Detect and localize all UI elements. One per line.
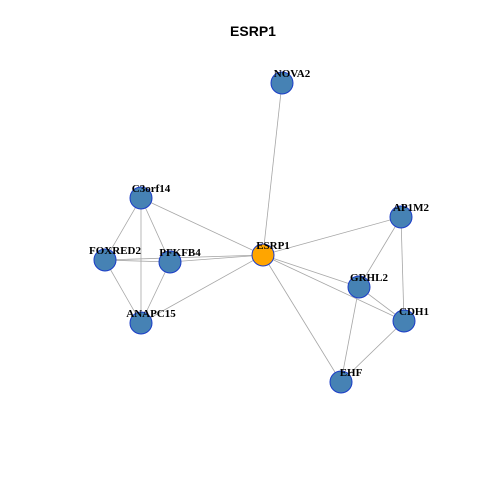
node-label-foxred2: FOXRED2 xyxy=(89,245,141,257)
edges-layer xyxy=(104,82,405,383)
edge-grhl2-ehf xyxy=(340,286,360,383)
edge-esrp1-ap1m2 xyxy=(262,216,402,256)
node-pfkfb4 xyxy=(158,250,182,274)
node-esrp1 xyxy=(251,243,275,267)
edge-foxred2-anapc15 xyxy=(104,259,142,324)
edge-esrp1-foxred2 xyxy=(104,254,264,261)
edge-c3orf14-pfkfb4 xyxy=(140,197,171,263)
node-label-ap1m2: AP1M2 xyxy=(393,202,430,214)
edge-cdh1-ehf xyxy=(340,320,405,383)
node-foxred2 xyxy=(93,248,117,272)
node-ehf xyxy=(329,370,353,394)
node-label-ehf: EHF xyxy=(340,367,363,379)
node-nova2 xyxy=(270,71,294,95)
node-ap1m2 xyxy=(389,205,413,229)
edge-ap1m2-grhl2 xyxy=(358,216,402,288)
node-label-nova2: NOVA2 xyxy=(274,68,311,80)
node-cdh1 xyxy=(392,309,416,333)
nodes-layer xyxy=(93,71,416,394)
graph-title: ESRP1 xyxy=(230,23,276,39)
edge-esrp1-anapc15 xyxy=(140,254,264,324)
node-label-grhl2: GRHL2 xyxy=(350,272,388,284)
edge-c3orf14-foxred2 xyxy=(104,197,142,261)
node-label-c3orf14: C3orf14 xyxy=(132,183,171,195)
node-label-cdh1: CDH1 xyxy=(399,306,429,318)
node-label-pfkfb4: PFKFB4 xyxy=(159,247,201,259)
edge-esrp1-nova2 xyxy=(262,82,283,256)
edge-esrp1-ehf xyxy=(262,254,342,383)
node-anapc15 xyxy=(129,311,153,335)
node-label-esrp1: ESRP1 xyxy=(256,240,290,252)
edge-esrp1-grhl2 xyxy=(262,254,360,288)
edge-esrp1-pfkfb4 xyxy=(169,254,264,263)
node-c3orf14 xyxy=(129,186,153,210)
node-grhl2 xyxy=(347,275,371,299)
edge-esrp1-c3orf14 xyxy=(140,197,264,256)
edge-esrp1-cdh1 xyxy=(262,254,405,322)
edge-ap1m2-cdh1 xyxy=(400,216,405,322)
node-label-anapc15: ANAPC15 xyxy=(126,308,176,320)
